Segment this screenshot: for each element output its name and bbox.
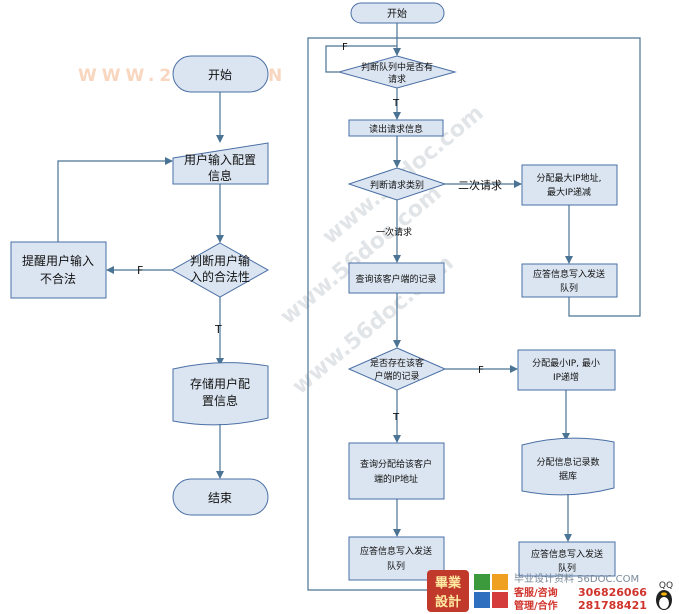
- left-store-line2: 置信息: [202, 393, 238, 408]
- reply-top-line1: 应答信息写入发送: [533, 268, 605, 280]
- left-decision-line1: 判断用户输: [190, 253, 250, 268]
- branding-logo-line2: 設計: [435, 594, 461, 610]
- alloc-min-box: [517, 349, 616, 391]
- queue-decision-line1: 判断队列中是否有: [361, 61, 433, 73]
- exists-label-false: F: [478, 365, 484, 376]
- label-second-request: 二次请求: [458, 178, 502, 192]
- branding-service-label: 客服/咨询: [513, 586, 558, 599]
- left-flow: 开始 用户输入配置 信息 判断用户输 入的合法性 F 提醒用户输入 不合法 T …: [10, 55, 270, 516]
- left-input-line1: 用户输入配置: [184, 152, 256, 167]
- branding-logo-badge: [427, 570, 469, 612]
- left-start-label: 开始: [208, 68, 232, 82]
- branding-footer: 畢業 設計 毕业设计资料 56DOC.COM 客服/咨询 306826066 管…: [427, 570, 673, 612]
- reply-right-line1: 应答信息写入发送: [531, 548, 603, 560]
- exists-decision-line1: 是否存在该客: [370, 357, 424, 369]
- queue-decision-line2: 请求: [388, 73, 406, 85]
- label-first-request: 一次请求: [376, 226, 412, 238]
- queue-label-false: F: [342, 42, 348, 53]
- exists-label-true: T: [392, 412, 400, 423]
- read-request-box: [348, 119, 444, 137]
- left-invalid-line1: 提醒用户输入: [22, 253, 94, 268]
- left-invalid-box: [10, 241, 107, 299]
- branding-manage-label: 管理/合作: [514, 599, 558, 612]
- left-input-line2: 信息: [208, 168, 232, 183]
- reply-left-line1: 应答信息写入发送: [360, 545, 432, 557]
- read-request-label: 读出请求信息: [369, 123, 423, 135]
- alloc-max-box: [521, 164, 618, 206]
- query-client-label: 查询该客户端的记录: [355, 273, 436, 285]
- alloc-max-line2: 最大IP递减: [547, 186, 591, 198]
- branding-manage-number: 281788421: [578, 599, 647, 612]
- reply-left-line2: 队列: [387, 560, 405, 572]
- left-invalid-line2: 不合法: [40, 271, 76, 286]
- db-line2: 据库: [559, 470, 577, 482]
- left-end-terminal: [172, 478, 269, 516]
- loop-reply-top-back: [397, 37, 641, 317]
- alloc-min-line1: 分配最小IP, 最小: [532, 358, 600, 369]
- alloc-min-line2: IP递增: [553, 371, 579, 383]
- reply-top-line2: 队列: [560, 282, 578, 294]
- type-decision-label: 判断请求类别: [370, 179, 424, 191]
- db-line1: 分配信息记录数: [536, 456, 599, 468]
- left-label-false: F: [137, 264, 143, 277]
- query-ip-line1: 查询分配给该客户: [360, 458, 432, 470]
- reply-top-box: [521, 263, 618, 298]
- query-ip-line2: 端的IP地址: [374, 473, 418, 485]
- query-client-box: [348, 262, 445, 294]
- queue-label-true: T: [392, 98, 400, 109]
- right-flow: 开始 判断队列中是否有 请求 F T 读出请求信息 判断请求类别 二次请求 分配…: [307, 2, 641, 591]
- branding-qq-label: QQ: [659, 581, 673, 591]
- branding-puzzle-icon: [474, 574, 508, 608]
- arrow-invalid-to-input: [57, 157, 173, 242]
- left-label-true: T: [214, 323, 222, 336]
- alloc-max-line1: 分配最大IP地址,: [537, 172, 602, 184]
- reply-right-line2: 队列: [558, 562, 576, 574]
- left-decision-line2: 入的合法性: [190, 269, 250, 284]
- branding-site-text: 毕业设计资料 56DOC.COM: [514, 572, 639, 585]
- exists-decision-line2: 户端的记录: [374, 370, 419, 382]
- db-record-box: [521, 437, 615, 496]
- right-start-label: 开始: [387, 7, 407, 20]
- query-ip-box: [348, 442, 445, 500]
- branding-logo-line1: 畢業: [435, 575, 462, 591]
- left-end-label: 结束: [208, 491, 232, 505]
- loop-queue-false: [325, 45, 397, 73]
- exists-decision-diamond: [347, 347, 447, 391]
- left-input-box: [172, 142, 269, 185]
- left-store-line1: 存储用户配: [190, 376, 250, 391]
- penguin-icon: [656, 590, 672, 610]
- watermark-group: WWW.2BYSJ.CN www.56doc.com www.56doc.com…: [78, 66, 489, 400]
- reply-right-box: [518, 541, 616, 577]
- branding-service-number: 306826066: [578, 586, 647, 599]
- left-store-box: [172, 362, 269, 426]
